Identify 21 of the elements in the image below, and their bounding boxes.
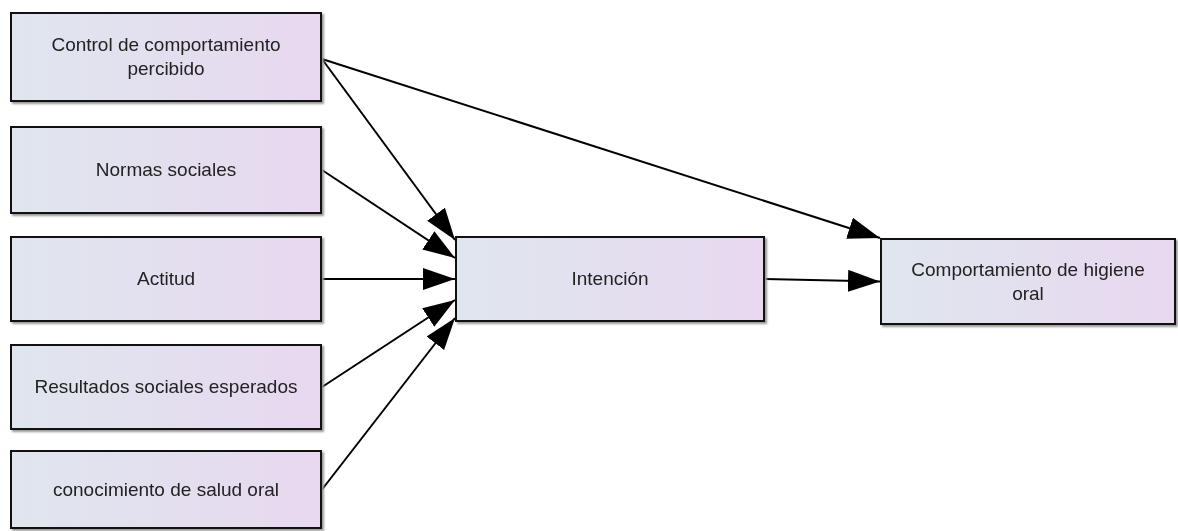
- box-label: Comportamiento de higiene oral: [910, 257, 1146, 306]
- arrow: [321, 299, 456, 388]
- process-box: [10, 236, 322, 322]
- process-box: [10, 126, 322, 214]
- arrow: [321, 58, 456, 241]
- box-label: Actitud: [135, 267, 197, 291]
- process-box: [880, 238, 1176, 325]
- arrow: [321, 317, 456, 491]
- box-label: Normas sociales: [94, 158, 238, 182]
- process-box: [10, 450, 322, 529]
- arrow: [321, 58, 881, 239]
- arrow: [321, 268, 456, 290]
- box-label: conocimiento de salud oral: [52, 477, 280, 502]
- box-label: Intención: [570, 267, 650, 291]
- process-box: [10, 12, 322, 102]
- arrow: [321, 169, 456, 259]
- arrow: [764, 269, 881, 292]
- box-label: Control de comportamiento percibido: [50, 33, 282, 81]
- box-label: Resultados sociales esperados: [33, 375, 299, 399]
- process-box: [10, 344, 322, 430]
- process-box: [455, 236, 765, 322]
